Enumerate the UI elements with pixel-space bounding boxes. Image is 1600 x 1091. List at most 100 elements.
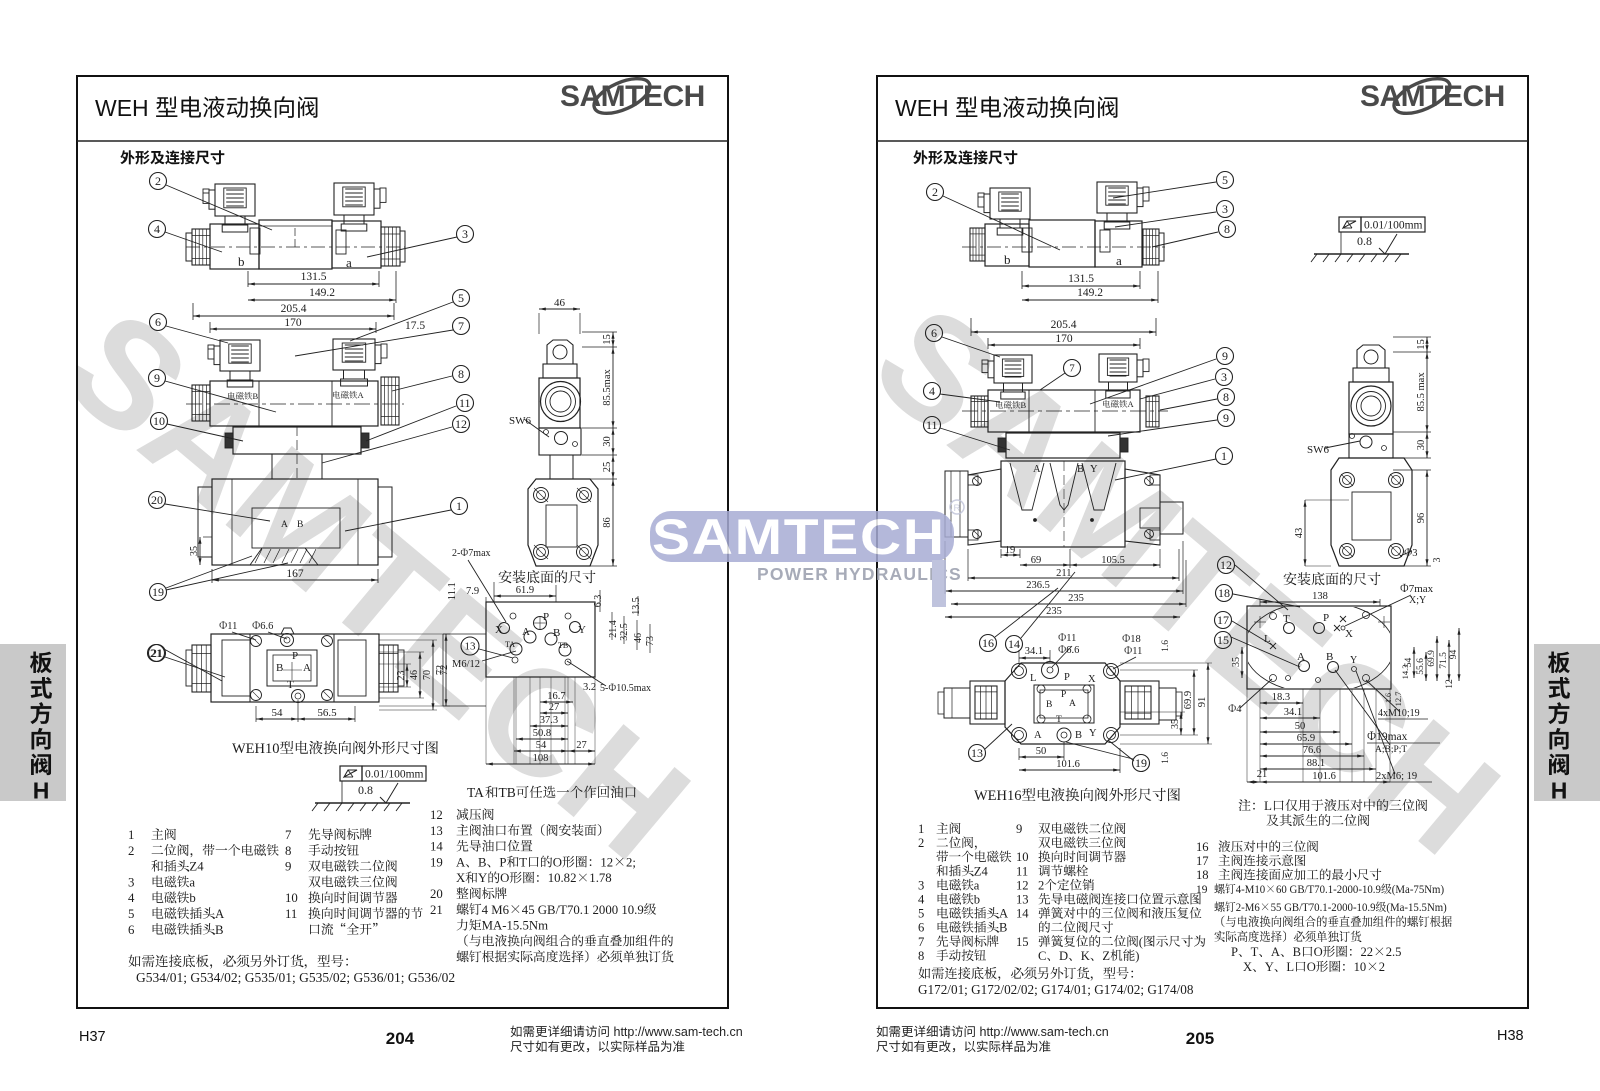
- svg-text:T: T: [287, 679, 294, 691]
- svg-text:7: 7: [918, 935, 924, 949]
- svg-text:46: 46: [409, 670, 420, 680]
- svg-text:76.6: 76.6: [1303, 745, 1321, 756]
- svg-text:50.8: 50.8: [533, 728, 551, 739]
- svg-text:2xM6; 19: 2xM6; 19: [1376, 771, 1417, 782]
- svg-text:a: a: [1116, 253, 1122, 268]
- svg-text:B: B: [1077, 464, 1084, 475]
- svg-text:21: 21: [151, 646, 163, 660]
- svg-text:19: 19: [1196, 884, 1208, 896]
- svg-text:B: B: [553, 627, 560, 639]
- svg-text:A: A: [456, 855, 466, 869]
- svg-text:M6/12: M6/12: [452, 659, 480, 670]
- svg-text:4 M6: 4 M6: [482, 903, 510, 917]
- svg-text:18: 18: [1196, 868, 1209, 882]
- svg-text:15: 15: [1217, 633, 1229, 647]
- svg-text:6: 6: [155, 315, 161, 329]
- svg-text:T: T: [519, 855, 527, 869]
- svg-text:30: 30: [602, 436, 613, 447]
- svg-text:205.4: 205.4: [1051, 319, 1077, 331]
- svg-text:X: X: [1088, 674, 1096, 685]
- svg-text:14: 14: [430, 840, 443, 854]
- svg-text:7: 7: [1069, 363, 1075, 375]
- svg-text:7max: 7max: [468, 548, 490, 559]
- svg-text:236.5: 236.5: [1026, 580, 1050, 591]
- svg-text:12: 12: [600, 855, 613, 869]
- svg-text:6.6: 6.6: [1066, 645, 1079, 656]
- svg-text:69: 69: [1031, 555, 1042, 566]
- svg-text:12: 12: [455, 417, 467, 431]
- svg-text:H: H: [33, 778, 50, 804]
- svg-text:11: 11: [459, 396, 471, 410]
- svg-text:3: 3: [918, 878, 924, 892]
- svg-text:4-M10: 4-M10: [1236, 884, 1266, 896]
- svg-text:A: A: [1297, 651, 1305, 663]
- svg-text:a: a: [346, 255, 352, 270]
- svg-text:9: 9: [285, 860, 291, 874]
- svg-text:88.1: 88.1: [1307, 758, 1325, 769]
- svg-text:30: 30: [1416, 440, 1427, 451]
- svg-text:3: 3: [128, 875, 134, 889]
- svg-text:Y: Y: [1089, 728, 1097, 739]
- svg-text:G534/01; G534/02; G535/01; G5: G534/01; G534/02; G535/01; G535/02; G536…: [136, 970, 455, 985]
- svg-text:138: 138: [1312, 591, 1328, 602]
- svg-text:1: 1: [456, 499, 462, 513]
- svg-text:2: 2: [932, 185, 938, 199]
- svg-text:13.5: 13.5: [631, 597, 642, 615]
- svg-text:3: 3: [462, 227, 468, 241]
- svg-text:56.5: 56.5: [317, 707, 337, 719]
- svg-text:46: 46: [554, 297, 566, 309]
- svg-text:15: 15: [1416, 339, 1427, 350]
- svg-text:3: 3: [1412, 548, 1417, 559]
- svg-text:35: 35: [1231, 657, 1242, 667]
- svg-text:72: 72: [439, 665, 450, 676]
- svg-text:17.5: 17.5: [405, 320, 425, 332]
- svg-text:50: 50: [1036, 746, 1047, 757]
- svg-text:5: 5: [128, 907, 134, 921]
- svg-text:a: a: [974, 878, 980, 892]
- svg-text:14.3: 14.3: [1400, 665, 1410, 680]
- svg-text:45 GB/T70.1 2000 10.9: 45 GB/T70.1 2000 10.9: [522, 903, 644, 917]
- svg-text:10: 10: [285, 891, 298, 905]
- svg-text:A: A: [522, 626, 530, 638]
- svg-text:A: A: [358, 390, 365, 400]
- svg-text:TA: TA: [505, 640, 515, 649]
- svg-text:T: T: [1251, 945, 1259, 959]
- svg-text:22: 22: [1361, 945, 1374, 959]
- svg-text:SW6: SW6: [509, 415, 532, 427]
- svg-text:Y: Y: [1350, 655, 1357, 666]
- svg-text:55 GB/T70.1-2000-10.9: 55 GB/T70.1-2000-10.9: [1271, 902, 1376, 914]
- svg-text:2-: 2-: [452, 548, 460, 559]
- svg-text:Z4: Z4: [189, 860, 204, 874]
- svg-text:19: 19: [1005, 545, 1016, 556]
- svg-text:H: H: [1551, 778, 1568, 804]
- svg-text:3: 3: [1222, 202, 1228, 216]
- svg-text:Y: Y: [478, 871, 487, 885]
- svg-text:0.8: 0.8: [1357, 234, 1372, 248]
- svg-text:15: 15: [602, 334, 613, 345]
- svg-text:25: 25: [602, 462, 613, 473]
- svg-text:A;B;P;T: A;B;P;T: [1375, 745, 1407, 755]
- svg-text:TB: TB: [558, 641, 568, 650]
- svg-text:T: T: [1056, 715, 1062, 725]
- svg-text:14: 14: [1008, 637, 1020, 651]
- svg-text:B: B: [1075, 730, 1082, 741]
- svg-text:11: 11: [285, 907, 297, 921]
- svg-text:TA: TA: [467, 785, 484, 800]
- svg-text:21.4: 21.4: [608, 620, 619, 638]
- svg-text:SW6: SW6: [1307, 444, 1330, 456]
- svg-text:(Ma-75Nm): (Ma-75Nm): [1392, 884, 1445, 896]
- svg-text:20: 20: [430, 887, 443, 901]
- svg-text:4: 4: [918, 893, 925, 907]
- svg-text:WEH16: WEH16: [974, 788, 1022, 804]
- svg-text:8: 8: [285, 844, 291, 858]
- svg-text:A: A: [1069, 699, 1076, 709]
- svg-text:20: 20: [151, 493, 163, 507]
- svg-text:55.6: 55.6: [1416, 658, 1426, 675]
- svg-text:b: b: [1004, 252, 1011, 267]
- svg-text:6: 6: [128, 923, 135, 937]
- svg-text:B: B: [276, 662, 283, 674]
- svg-text:O: O: [553, 855, 562, 869]
- svg-text:149.2: 149.2: [309, 287, 335, 299]
- svg-text:1.6: 1.6: [1384, 693, 1393, 703]
- svg-text:K: K: [1081, 949, 1090, 963]
